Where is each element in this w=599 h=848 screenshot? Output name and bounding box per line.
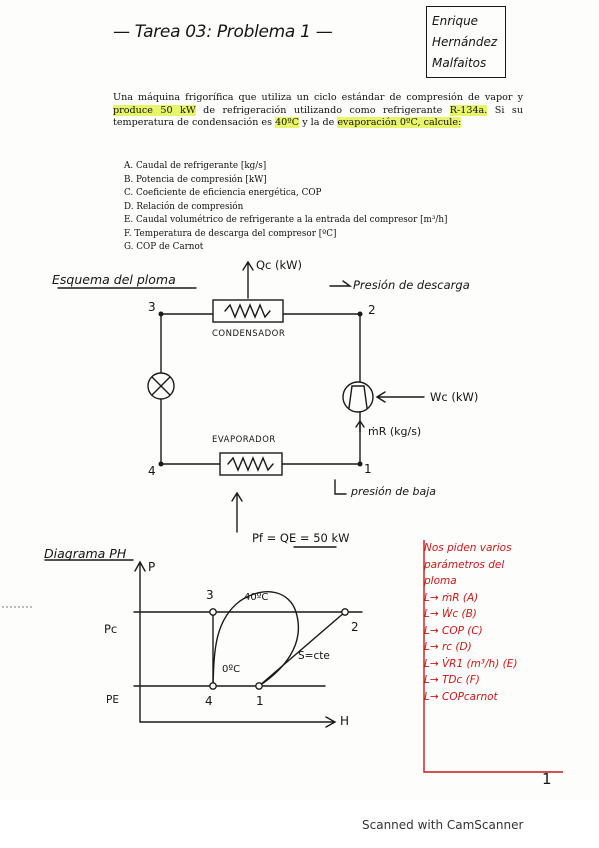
- question-item: E. Caudal volumétrico de refrigerante a …: [124, 215, 448, 225]
- mr-arrow-icon: [355, 419, 365, 433]
- requested-parameters-note: Nos piden varios parámetros del ploma L→…: [424, 540, 564, 766]
- p-axis-label: P: [148, 560, 156, 574]
- wc-label: Wc (kW): [430, 390, 479, 404]
- assignment-title: — Tarea 03: Problema 1 —: [113, 22, 333, 42]
- question-item: C. Coeficiente de eficiencia energética,…: [124, 188, 322, 198]
- isentropic-line: [258, 611, 346, 687]
- note-line: L→ rc (D): [424, 641, 472, 653]
- suction-pointer: [334, 479, 347, 495]
- node-3-label: 3: [148, 300, 156, 314]
- h-axis-label: H: [340, 714, 350, 728]
- ph-point-1: [255, 682, 263, 690]
- p-axis: [134, 560, 146, 723]
- note-line: L→ COPcarnot: [424, 690, 498, 703]
- node-4-dot: [158, 461, 164, 467]
- note-line: L→ ṁR (A): [424, 591, 479, 604]
- question-item: D. Relación de compresión: [124, 201, 244, 212]
- wc-arrow-icon: [375, 391, 425, 403]
- note-line: L→ Ẇc (B): [424, 608, 477, 620]
- isentropic-label: S=cte: [298, 650, 330, 662]
- ph-point-4-label: 4: [205, 694, 213, 708]
- h-axis: [139, 716, 337, 728]
- node-2-label: 2: [368, 303, 376, 317]
- pc-label: Pc: [104, 622, 118, 636]
- node-4-label: 4: [148, 464, 156, 478]
- question-item: B. Potencia de compresión [kW]: [124, 174, 267, 185]
- evaporator-coil: [227, 456, 274, 472]
- question-item: G. COP de Carnot: [124, 242, 204, 252]
- notes-bracket: [423, 540, 563, 773]
- highlight-50kw: produce 50 kW: [113, 104, 196, 116]
- evaporator-label: EVAPORADOR: [212, 435, 276, 445]
- hand-drawn-diagrams: [2, 260, 563, 773]
- question-list: A. Caudal de refrigerante [kg/s] B. Pote…: [124, 160, 524, 255]
- highlight-evaporation: evaporación 0ºC, calcule:: [337, 117, 462, 129]
- qf-label: Pf = QE = 50 kW: [252, 531, 350, 545]
- node-1-dot: [357, 461, 363, 467]
- note-line: ploma: [424, 575, 457, 587]
- node-1-label: 1: [364, 462, 372, 476]
- qf-arrow-icon: [231, 491, 243, 533]
- isotherm-40-label: 40ºC: [244, 592, 269, 603]
- pe-label: PE: [106, 694, 119, 706]
- question-item: F. Temperatura de descarga del compresor…: [124, 228, 337, 239]
- ph-point-1-label: 1: [256, 694, 264, 708]
- name-line-1: Enrique: [432, 14, 479, 28]
- name-line-2: Hernández: [432, 35, 498, 49]
- discharge-pointer: [329, 280, 353, 287]
- mr-label: ṁR (kg/s): [368, 425, 422, 438]
- ph-point-3: [209, 608, 217, 616]
- isotherm-0-label: 0ºC: [222, 664, 241, 675]
- suction-label: presión de baja: [351, 485, 437, 498]
- ph-point-4: [209, 682, 217, 690]
- schematic-heading: Esquema del ploma: [52, 272, 176, 287]
- note-line: parámetros del: [424, 558, 505, 571]
- ph-point-2-label: 2: [351, 620, 359, 634]
- note-line: L→ TDc (F): [424, 674, 480, 686]
- note-line: L→ COP (C): [424, 624, 483, 637]
- problem-text-1: Una máquina frigorífica que utiliza un c…: [113, 92, 523, 103]
- saturation-dome: [212, 591, 299, 687]
- problem-text-5: Si su temperatura de condensación es: [113, 104, 524, 129]
- problem-text-3: de refrigeración utilizando como refrige…: [195, 104, 450, 116]
- discharge-label: Presión de descarga: [353, 278, 470, 292]
- problem-statement: Una máquina frigorífica que utiliza un c…: [113, 92, 523, 130]
- question-item: A. Caudal de refrigerante [kg/s]: [124, 161, 267, 171]
- condenser-coil: [224, 303, 271, 319]
- scanner-watermark: Scanned with CamScanner: [362, 818, 524, 832]
- ph-heading: Diagrama PH: [44, 546, 127, 561]
- highlight-40c: 40ºC: [275, 117, 300, 129]
- problem-text-7: y la de: [299, 117, 338, 129]
- student-name-box: Enrique Hernández Malfaitos: [426, 6, 506, 78]
- page-number: 1: [542, 770, 552, 788]
- qc-label: Qc (kW): [256, 258, 303, 272]
- note-line: Nos piden varios: [424, 542, 512, 554]
- compressor-icon: [342, 381, 374, 413]
- ph-point-3-label: 3: [206, 588, 214, 602]
- highlight-refrigerant: R-134a.: [449, 104, 488, 116]
- ph-point-2: [341, 608, 349, 616]
- name-line-3: Malfaitos: [432, 56, 487, 70]
- node-3-dot: [158, 311, 164, 317]
- scanned-page: — Tarea 03: Problema 1 — Enrique Hernánd…: [2, 6, 564, 788]
- note-line: L→ V̇R1 (m³/h) (E): [424, 657, 518, 670]
- qc-arrow-icon: [242, 260, 254, 299]
- node-2-dot: [357, 311, 363, 317]
- condenser-label: CONDENSADOR: [212, 329, 286, 339]
